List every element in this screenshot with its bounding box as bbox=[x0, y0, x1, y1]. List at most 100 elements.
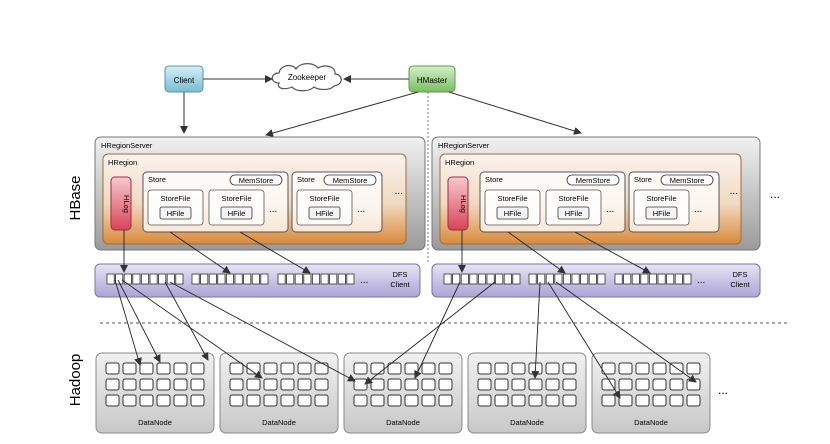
datanode-label: DataNode bbox=[138, 418, 172, 427]
hfile-to-dfs-arrow bbox=[239, 231, 311, 274]
store-more-ellipsis: ... bbox=[606, 204, 614, 215]
datanode-label: DataNode bbox=[510, 418, 544, 427]
client-label: Client bbox=[174, 76, 195, 85]
replication-arrows bbox=[114, 230, 697, 399]
datanode: DataNode bbox=[95, 352, 215, 434]
hfile-box bbox=[496, 206, 529, 220]
dfs-to-datanode-arrow bbox=[555, 281, 697, 383]
hmaster-to-server1-arrow bbox=[265, 91, 419, 137]
hfile-box bbox=[645, 206, 678, 220]
block-strip bbox=[106, 273, 184, 285]
memstore-pill bbox=[323, 174, 377, 186]
hfile-label: HFile bbox=[167, 209, 185, 218]
storefile-label: StoreFile bbox=[221, 194, 251, 203]
zookeeper-cloud: Zookeeper bbox=[271, 63, 342, 92]
client-label: Client bbox=[730, 280, 750, 289]
datanode: DataNode bbox=[467, 352, 587, 434]
dfs-label: DFS bbox=[393, 270, 408, 279]
hfile-box bbox=[159, 206, 192, 220]
store-label: Store bbox=[297, 175, 315, 184]
storefile-label: StoreFile bbox=[160, 194, 190, 203]
datanodes-more-ellipsis: ... bbox=[718, 383, 728, 397]
hfile-to-dfs-arrow bbox=[169, 231, 231, 274]
dfs-to-datanode-arrow bbox=[169, 281, 356, 382]
zookeeper-label: Zookeeper bbox=[288, 73, 327, 82]
store: Store MemStoreStoreFileHFile... bbox=[628, 171, 720, 233]
hfile-label: HFile bbox=[316, 209, 334, 218]
memstore-label: MemStore bbox=[576, 176, 611, 185]
hfile-to-dfs-arrow bbox=[507, 231, 566, 274]
cloud-icon bbox=[271, 63, 342, 92]
block-strip bbox=[443, 273, 521, 285]
store-label: Store bbox=[634, 175, 652, 184]
hmaster-to-server2-arrow bbox=[448, 91, 582, 135]
hregion-title: HRegion bbox=[445, 158, 474, 167]
hlog-label: HLog bbox=[122, 195, 131, 213]
block-strip bbox=[614, 273, 692, 285]
dfs-to-datanode-arrow bbox=[364, 281, 496, 385]
store-more-ellipsis: ... bbox=[269, 204, 277, 215]
dfs-to-datanode-arrow bbox=[414, 281, 461, 379]
top-arrows bbox=[180, 75, 582, 262]
dfs-to-datanode-arrow bbox=[121, 279, 263, 379]
dfs-to-datanode-arrow bbox=[114, 279, 142, 366]
hmaster-label: HMaster bbox=[417, 76, 448, 85]
datanode: DataNode bbox=[591, 352, 711, 434]
hlog-label: HLog bbox=[459, 195, 468, 213]
hfile-label: HFile bbox=[228, 209, 246, 218]
hfile-box bbox=[557, 206, 590, 220]
hmaster-node: HMaster bbox=[408, 65, 456, 93]
hlog-box bbox=[447, 176, 469, 231]
memstore-pill bbox=[566, 174, 620, 186]
dfs-to-datanode-arrow bbox=[547, 281, 621, 399]
hregionserver-title: HRegionServer bbox=[101, 141, 153, 150]
datanode-label: DataNode bbox=[634, 418, 668, 427]
hfile-box bbox=[308, 206, 341, 220]
datanode: DataNode bbox=[219, 352, 339, 434]
hlog-box bbox=[110, 176, 132, 231]
storefile-label: StoreFile bbox=[558, 194, 588, 203]
hfile-label: HFile bbox=[504, 209, 522, 218]
store-more-ellipsis: ... bbox=[357, 204, 365, 215]
region-more-ellipsis: ... bbox=[730, 186, 738, 197]
memstore-label: MemStore bbox=[333, 176, 368, 185]
hadoop-section-label: Hadoop bbox=[67, 354, 84, 407]
hfile-box bbox=[220, 206, 253, 220]
store: Store MemStoreStoreFileHFile... bbox=[291, 171, 383, 233]
memstore-pill bbox=[229, 174, 283, 186]
datanode: DataNode bbox=[343, 352, 463, 434]
storefile-label: StoreFile bbox=[309, 194, 339, 203]
storefile-label: StoreFile bbox=[646, 194, 676, 203]
region-more-ellipsis: ... bbox=[395, 186, 403, 197]
dfs-more-ellipsis: ... bbox=[697, 275, 705, 286]
dfs-to-datanode-arrow bbox=[164, 281, 209, 361]
dfs-to-datanode-arrow bbox=[531, 281, 541, 379]
storefile-label: StoreFile bbox=[497, 194, 527, 203]
hregionserver-title: HRegionServer bbox=[438, 141, 490, 150]
memstore-pill bbox=[660, 174, 714, 186]
dfs-to-datanode-arrow bbox=[117, 279, 161, 363]
datanode-label: DataNode bbox=[262, 418, 296, 427]
dfs-more-ellipsis: ... bbox=[360, 275, 368, 286]
store-more-ellipsis: ... bbox=[694, 204, 702, 215]
hfile-label: HFile bbox=[565, 209, 583, 218]
servers-more-ellipsis: ... bbox=[770, 187, 780, 201]
memstore-label: MemStore bbox=[670, 176, 705, 185]
dfs-label: DFS bbox=[733, 270, 748, 279]
hregion-title: HRegion bbox=[108, 158, 137, 167]
client-node: Client bbox=[164, 65, 204, 93]
